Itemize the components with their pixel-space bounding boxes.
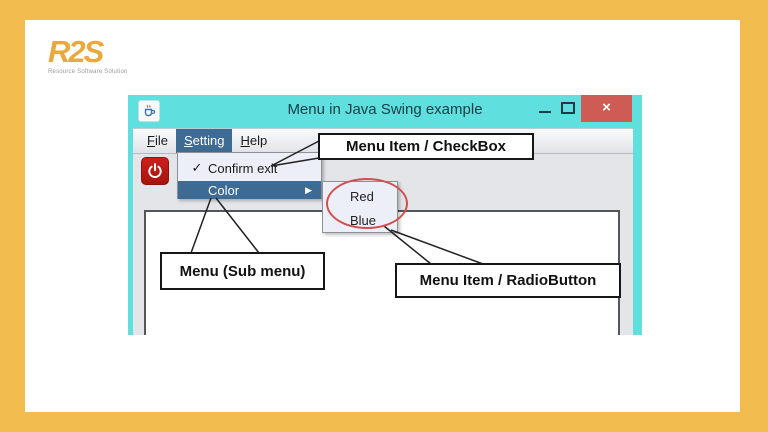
java-icon — [138, 100, 160, 122]
window-titlebar[interactable]: Menu in Java Swing example × — [128, 95, 642, 128]
menuitem-red-label: Red — [350, 188, 374, 204]
menu-setting-label: Setting — [183, 133, 225, 148]
color-submenu: Red Blue — [322, 181, 398, 233]
menu-setting[interactable]: Setting — [175, 129, 233, 153]
callout-radiobutton-label: Menu Item / RadioButton — [419, 272, 597, 289]
maximize-button[interactable] — [557, 95, 581, 122]
callout-radiobutton: Menu Item / RadioButton — [395, 263, 621, 298]
brand-logo-text: R2S — [48, 34, 104, 69]
window-controls: × — [535, 95, 632, 122]
minimize-icon — [539, 111, 551, 113]
menuitem-blue[interactable]: Blue — [323, 208, 397, 232]
menuitem-color[interactable]: Color ▶ — [178, 181, 321, 199]
exit-toolbar-button[interactable] — [141, 157, 169, 185]
menu-file-label: File — [147, 133, 168, 148]
menu-help[interactable]: Help — [232, 129, 275, 153]
close-icon: × — [602, 99, 611, 116]
brand-logo: R2S Resource Software Solution — [48, 36, 128, 75]
window-title: Menu in Java Swing example — [287, 101, 483, 118]
check-icon: ✓ — [191, 160, 203, 175]
minimize-button[interactable] — [535, 95, 557, 122]
submenu-arrow-icon: ▶ — [305, 184, 312, 195]
menu-file[interactable]: File — [139, 129, 176, 153]
setting-dropdown-menu: ✓ Confirm exit Color ▶ — [177, 152, 322, 199]
brand-tagline: Resource Software Solution — [48, 69, 128, 75]
menuitem-red[interactable]: Red — [323, 184, 397, 208]
callout-checkbox-label: Menu Item / CheckBox — [345, 138, 507, 155]
menuitem-color-label: Color — [208, 182, 240, 198]
callout-checkbox: Menu Item / CheckBox — [318, 133, 534, 160]
menu-help-label: Help — [240, 133, 268, 148]
menuitem-confirm-exit-label: Confirm exit — [208, 160, 278, 176]
callout-submenu-label: Menu (Sub menu) — [179, 262, 306, 280]
callout-submenu: Menu (Sub menu) — [160, 252, 325, 290]
menuitem-blue-label: Blue — [350, 212, 377, 228]
maximize-icon — [561, 102, 575, 114]
close-button[interactable]: × — [581, 95, 632, 122]
power-icon — [148, 162, 162, 178]
toolbar — [133, 154, 633, 190]
menuitem-confirm-exit[interactable]: ✓ Confirm exit — [178, 155, 321, 181]
